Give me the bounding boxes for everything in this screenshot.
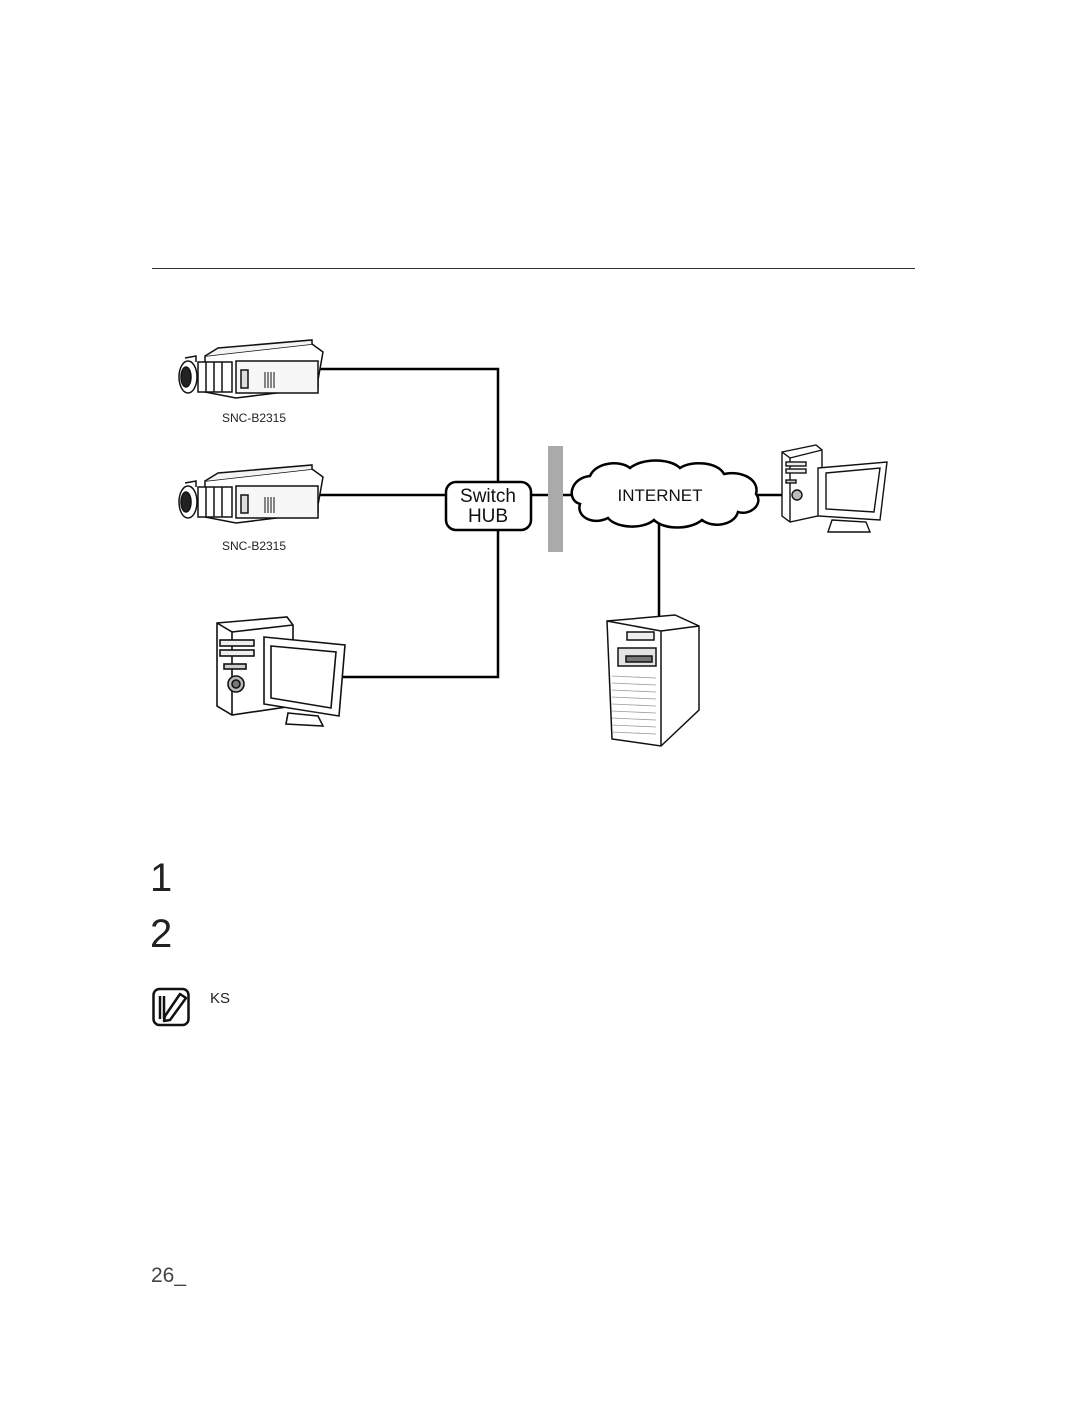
camera-icon [178, 339, 324, 399]
cloud-icon [570, 459, 760, 529]
camera-icon [178, 464, 324, 524]
monitor-icon [263, 636, 346, 727]
monitor-icon [817, 461, 888, 533]
desktop-computer-icon [781, 444, 823, 523]
firewall-bar [548, 446, 563, 552]
page-number: 26_ [151, 1264, 187, 1287]
cable-camera1-hub [318, 367, 500, 482]
hub-box [444, 480, 533, 532]
note-pencil-icon [152, 987, 190, 1027]
camera-1-label: SNC-B2315 [222, 411, 286, 425]
camera-1: SNC-B2315 [178, 339, 324, 425]
note-text: KS [210, 990, 231, 1007]
server [606, 614, 700, 747]
switch-hub: Switch HUB [444, 480, 533, 532]
step-number-2: 2 [150, 912, 173, 956]
remote-pc [781, 444, 888, 533]
local-pc [216, 616, 346, 727]
step-number-1: 1 [150, 856, 173, 900]
hub-label-hub: HUB [468, 506, 508, 527]
hub-label-switch: Switch [460, 486, 516, 507]
server-tower-icon [606, 614, 700, 747]
internet-label: INTERNET [618, 486, 703, 505]
camera-2: SNC-B2315 [178, 464, 324, 553]
network-diagram: SNC-B2315 [178, 339, 888, 747]
internet-cloud: INTERNET [570, 459, 760, 529]
camera-2-label: SNC-B2315 [222, 539, 286, 553]
section-rule [152, 268, 915, 269]
